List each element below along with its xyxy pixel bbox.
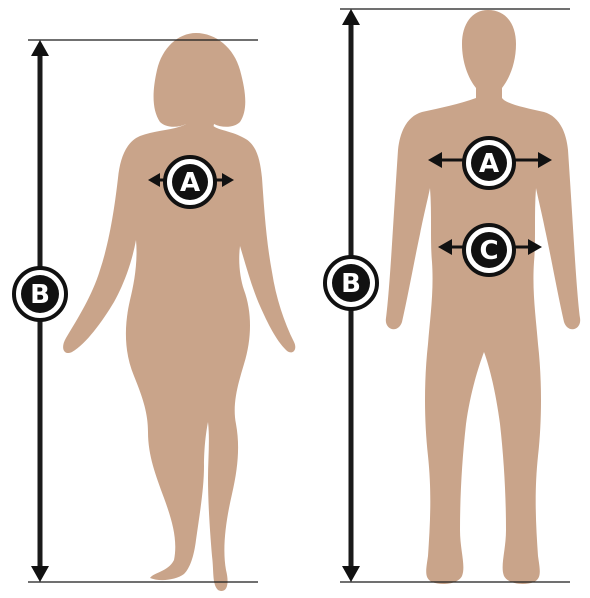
female-head [154, 33, 246, 134]
female-height-arrow-bottom [31, 566, 49, 582]
male-waist-label: C [479, 236, 498, 266]
female-height-arrow-top [31, 40, 49, 56]
male-chest-label: A [479, 149, 499, 179]
female-height-badge: B [14, 268, 66, 320]
male-height-label: B [341, 269, 361, 299]
male-height-arrow-top [342, 9, 360, 25]
female-figure [63, 33, 295, 591]
female-height-label: B [30, 280, 50, 310]
female-chest-label: A [180, 168, 200, 198]
male-head [462, 10, 516, 100]
male-height-arrow-bottom [342, 566, 360, 582]
male-height-badge: B [325, 257, 377, 309]
male-figure [386, 10, 580, 584]
